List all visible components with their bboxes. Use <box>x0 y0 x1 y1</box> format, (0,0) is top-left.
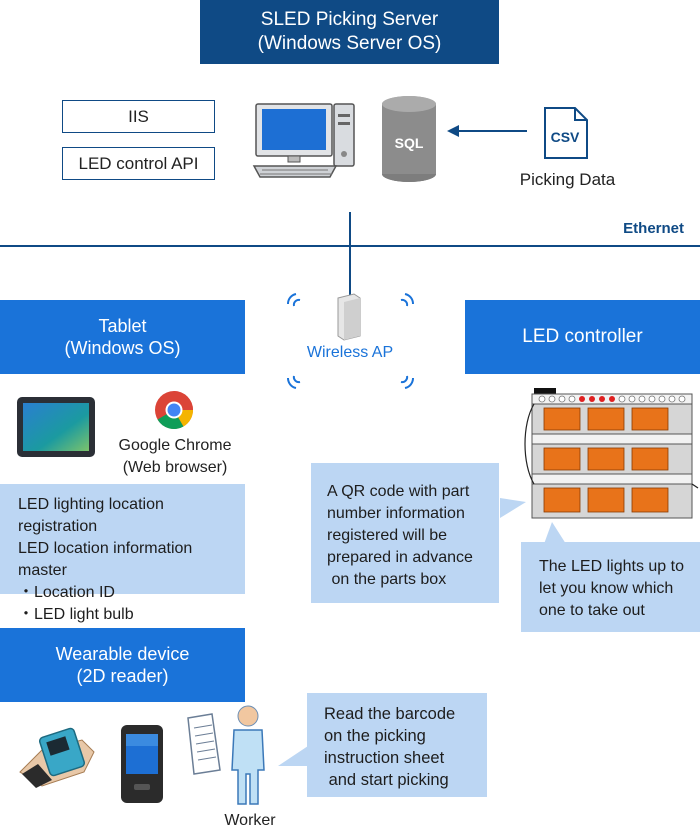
tablet-info-line1: LED lighting location registration <box>18 496 164 535</box>
led-controller-title: LED controller <box>522 326 643 347</box>
qr-note-line1: A QR code with part <box>327 483 470 500</box>
barcode-note-line4: and start picking <box>324 771 449 789</box>
led-note-line1: The LED lights up to <box>539 558 684 575</box>
instruction-sheet-icon <box>187 713 221 775</box>
tablet-info-line2: LED location information master <box>18 540 193 579</box>
sql-label: SQL <box>395 135 424 151</box>
picking-data-label: Picking Data <box>519 170 616 189</box>
csv-label: CSV <box>551 129 580 145</box>
barcode-note-line1: Read the barcode <box>324 705 456 723</box>
handheld-reader-icon <box>121 725 163 803</box>
led-api-label: LED control API <box>78 153 199 173</box>
ap-connection-line <box>349 212 351 296</box>
tablet-title: Tablet <box>98 316 147 336</box>
wearable-subtitle: (2D reader) <box>76 666 169 686</box>
tablet-box: Tablet (Windows OS) <box>0 300 245 374</box>
led-callout-pointer <box>544 522 566 544</box>
qr-note-line2: number information <box>327 505 465 522</box>
tablet-os: (Windows OS) <box>64 338 181 358</box>
csv-file-icon: CSV <box>544 107 588 159</box>
chrome-subtitle: (Web browser) <box>122 459 228 476</box>
iis-label: IIS <box>128 106 149 126</box>
tablet-info-item2: ・LED light bulb <box>18 606 134 623</box>
led-note-line3: one to take out <box>539 602 645 619</box>
server-title: SLED Picking Server <box>260 9 439 30</box>
wireless-ap-icon <box>286 293 415 389</box>
iis-box: IIS <box>62 100 215 133</box>
chrome-name: Google Chrome <box>118 437 232 454</box>
barcode-callout-pointer <box>278 746 308 766</box>
qr-note-line5: on the parts box <box>327 571 447 588</box>
led-controller-box: LED controller <box>465 300 700 374</box>
led-api-box: LED control API <box>62 147 215 180</box>
led-note-box: The LED lights up to let you know which … <box>521 542 700 632</box>
tablet-icon <box>17 397 95 457</box>
tablet-info-item1: ・Location ID <box>18 584 115 601</box>
barcode-note-line2: on the picking <box>324 727 426 745</box>
wearable-title: Wearable device <box>55 644 190 664</box>
server-os: (Windows Server OS) <box>257 33 442 54</box>
chrome-icon <box>155 391 194 430</box>
wrist-scanner-icon <box>19 727 95 788</box>
wearable-box: Wearable device (2D reader) <box>0 628 245 702</box>
barcode-note-line3: instruction sheet <box>324 749 445 767</box>
worker-label: Worker <box>224 812 276 829</box>
qr-callout-shape <box>500 498 526 518</box>
wireless-ap-label: Wireless AP <box>306 344 394 361</box>
worker-icon <box>231 705 265 805</box>
chrome-label: Google Chrome (Web browser) <box>105 435 245 479</box>
qr-note-line4: prepared in advance <box>327 549 473 566</box>
led-shelf-icon <box>524 388 699 519</box>
led-note-line2: let you know which <box>539 580 674 597</box>
sql-database-icon: SQL <box>382 96 436 182</box>
barcode-note-box: Read the barcode on the picking instruct… <box>307 693 487 797</box>
server-computer-icon <box>252 103 355 178</box>
qr-note-box: A QR code with part number information r… <box>311 463 499 603</box>
ethernet-label: Ethernet <box>623 220 684 237</box>
csv-to-sql-arrow <box>447 125 527 137</box>
server-box: SLED Picking Server (Windows Server OS) <box>200 0 499 64</box>
qr-note-line3: registered will be <box>327 527 448 544</box>
tablet-info-box: LED lighting location registration LED l… <box>0 484 245 623</box>
